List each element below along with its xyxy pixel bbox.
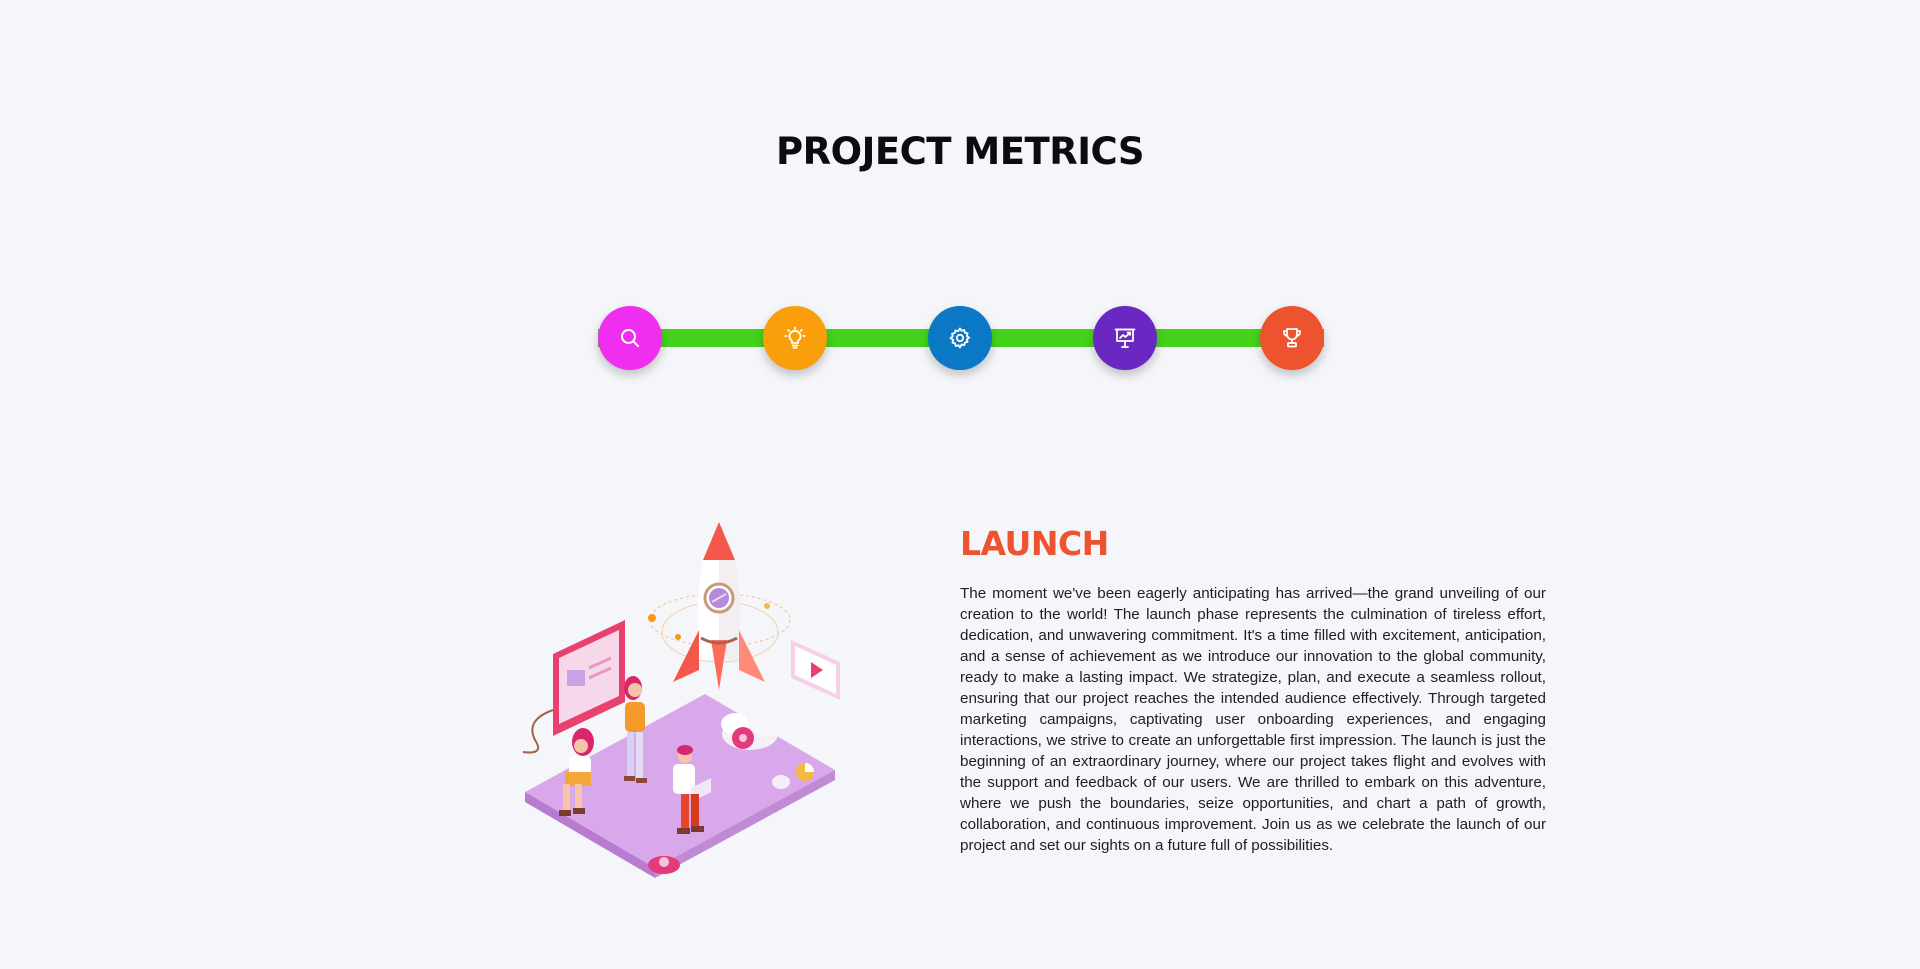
step-ideation[interactable] — [763, 306, 827, 370]
trophy-icon — [1283, 328, 1301, 348]
page-title: PROJECT METRICS — [776, 130, 1144, 173]
search-icon — [621, 329, 639, 347]
rocket-launch-illustration — [522, 522, 840, 878]
step-research[interactable] — [598, 306, 662, 370]
steps-timeline — [598, 306, 1324, 370]
lightbulb-icon — [784, 326, 806, 349]
step-description: The moment we've been eagerly anticipati… — [960, 585, 1546, 854]
presentation-chart-icon — [1114, 328, 1136, 348]
gear-icon — [949, 327, 970, 349]
step-presentation[interactable] — [1093, 306, 1157, 370]
step-heading: LAUNCH — [960, 524, 1109, 563]
step-development[interactable] — [928, 306, 992, 370]
step-launch[interactable] — [1260, 306, 1324, 370]
